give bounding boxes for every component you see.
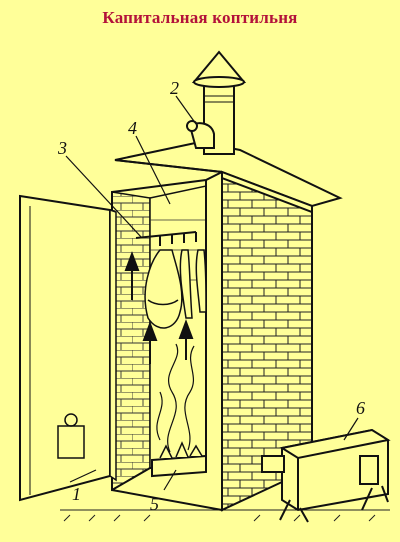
ham — [144, 249, 183, 329]
callout-1: 1 — [72, 484, 81, 504]
callout-4: 4 — [128, 118, 137, 138]
hanging-rod — [135, 231, 197, 246]
door-handle-ring — [64, 413, 78, 427]
callout-2: 2 — [170, 78, 179, 98]
callout-5: 5 — [150, 494, 159, 514]
smoke — [156, 343, 195, 453]
leader-lines — [65, 95, 359, 491]
smoke-generator — [261, 428, 391, 523]
sausage-1 — [179, 249, 193, 319]
door-latch-plate — [57, 425, 85, 459]
callout-3: 3 — [57, 138, 67, 158]
smoke-arrows — [124, 251, 194, 364]
ground — [60, 509, 390, 522]
firebox — [151, 441, 207, 478]
callout-6: 6 — [356, 398, 365, 418]
open-door — [19, 194, 117, 502]
sausage-2 — [195, 249, 207, 313]
figure-title: Капитальная коптильня — [102, 8, 298, 27]
damper-handle — [186, 120, 215, 149]
